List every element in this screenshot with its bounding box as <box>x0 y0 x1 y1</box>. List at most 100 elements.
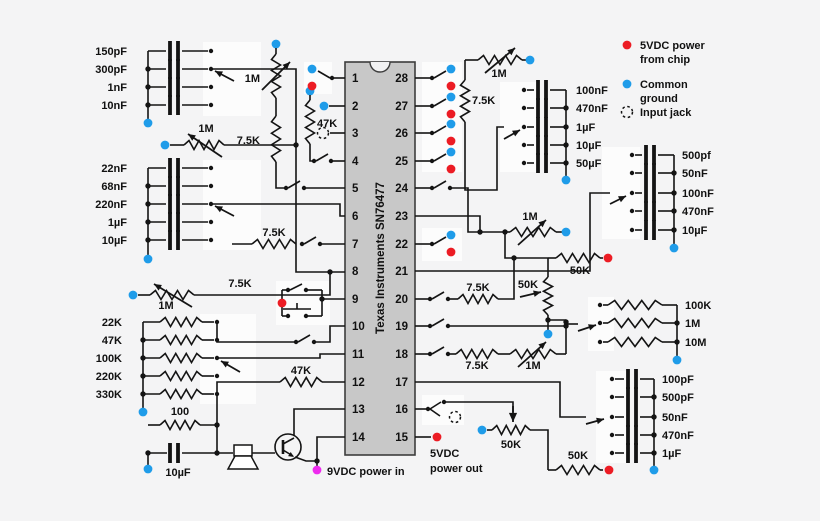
switch-lever <box>433 70 447 79</box>
pin-number-left: 5 <box>352 183 359 195</box>
contact-dot <box>609 394 615 400</box>
junction-dot <box>140 355 146 361</box>
label-4: 10µF <box>102 235 128 247</box>
label-r_7k5_pin20: 7.5K <box>466 282 489 294</box>
junction-dot <box>671 190 677 196</box>
pin-number-left: 11 <box>352 349 365 361</box>
junction-dot <box>563 160 569 166</box>
selector-highlight <box>200 314 256 404</box>
label-4: 1µF <box>662 448 681 460</box>
5vdc-power-dot <box>446 109 456 119</box>
resistor-zigzag <box>607 299 663 311</box>
junction-dot <box>140 391 146 397</box>
common-ground-dot <box>622 79 632 89</box>
contact-dot <box>521 105 527 111</box>
common-ground-dot <box>446 230 456 240</box>
pin-number-right: 21 <box>395 266 408 278</box>
label-2: 1µF <box>576 122 595 134</box>
switch-lever <box>433 236 447 245</box>
resistor-zigzag <box>269 53 283 99</box>
switch-lever <box>297 334 311 343</box>
arrowhead <box>507 48 515 56</box>
net-pin17 <box>415 381 586 418</box>
wire <box>504 232 548 259</box>
contact-dot <box>299 241 305 247</box>
pin-number-right: 17 <box>395 377 408 389</box>
pin-number-right: 23 <box>395 211 408 223</box>
wire <box>498 258 515 300</box>
common-ground-dot <box>561 175 571 185</box>
resistor-zigzag <box>159 387 203 401</box>
arrowhead <box>188 134 196 141</box>
junction-dot <box>671 208 677 214</box>
label-pot_1m_right_top: 1M <box>491 68 506 80</box>
resistor-zigzag <box>509 226 557 238</box>
junction-dot <box>674 320 680 326</box>
resistor-zigzag <box>555 251 601 265</box>
resistor-zigzag <box>159 351 203 365</box>
junction-dot <box>145 84 151 90</box>
contact-dot <box>445 351 451 357</box>
junction-dot <box>145 201 151 207</box>
5vdc-power-dot <box>432 432 442 442</box>
label-pot_1m_left_mid: 1M <box>198 123 213 135</box>
label-2: 100nF <box>682 188 714 200</box>
chip-notch <box>369 61 391 73</box>
contact-dot <box>208 183 214 189</box>
label-r_47k_bottom: 47K <box>291 365 311 377</box>
arrowhead <box>221 361 229 368</box>
pin-number-right: 19 <box>395 321 408 333</box>
pin-number-left: 12 <box>352 377 365 389</box>
arrowhead <box>215 71 223 78</box>
5vdc-power-dot <box>603 253 613 263</box>
arrowhead <box>282 62 290 70</box>
common-ground-dot <box>143 254 153 264</box>
label-cap_10uf_bottom: 10µF <box>165 467 191 479</box>
contact-dot <box>445 296 451 302</box>
arrowhead <box>154 284 162 291</box>
label-out_line2: power out <box>430 463 483 475</box>
junction-dot <box>477 229 483 235</box>
resistor-zigzag <box>457 292 499 306</box>
label-0: 22nF <box>101 163 127 175</box>
junction-dot <box>651 394 657 400</box>
5vdc-power-dot <box>446 164 456 174</box>
transistor-collector <box>282 437 295 445</box>
switch-lever <box>433 180 447 189</box>
wire <box>530 429 549 470</box>
label-r_50k_bottom: 50K <box>568 450 588 462</box>
chip-label: Texas Instruments SN76477 <box>375 182 387 334</box>
contact-dot <box>521 160 527 166</box>
selector-highlight <box>422 62 462 172</box>
junction-dot <box>145 66 151 72</box>
contact-dot <box>311 339 317 345</box>
contact-dot <box>429 158 435 164</box>
common-ground-dot <box>446 92 456 102</box>
pin-number-right: 28 <box>395 73 408 85</box>
common-ground-dot <box>649 465 659 475</box>
5vdc-power-dot <box>622 40 632 50</box>
label-3: 10nF <box>101 100 127 112</box>
contact-dot <box>609 432 615 438</box>
net-pin14 <box>316 436 345 461</box>
label-r_50k_pin22: 50K <box>570 265 590 277</box>
contact-dot <box>597 339 603 345</box>
switch-lever <box>433 125 447 134</box>
contact-dot <box>427 296 433 302</box>
arrowhead <box>538 220 546 228</box>
contact-dot <box>285 287 291 293</box>
speaker-cone <box>226 455 260 470</box>
5vdc-power-dot <box>446 81 456 91</box>
label-2: 10M <box>685 337 706 349</box>
junction-dot <box>145 237 151 243</box>
label-4: 10µF <box>682 225 708 237</box>
contact-dot <box>629 227 635 233</box>
arrowhead <box>588 324 596 331</box>
label-1: 300pF <box>95 64 127 76</box>
contact-dot <box>597 320 603 326</box>
junction-dot <box>651 414 657 420</box>
pin-number-right: 18 <box>395 349 408 361</box>
label-r_7k5_left_top: 7.5K <box>237 135 260 147</box>
contact-dot <box>208 219 214 225</box>
